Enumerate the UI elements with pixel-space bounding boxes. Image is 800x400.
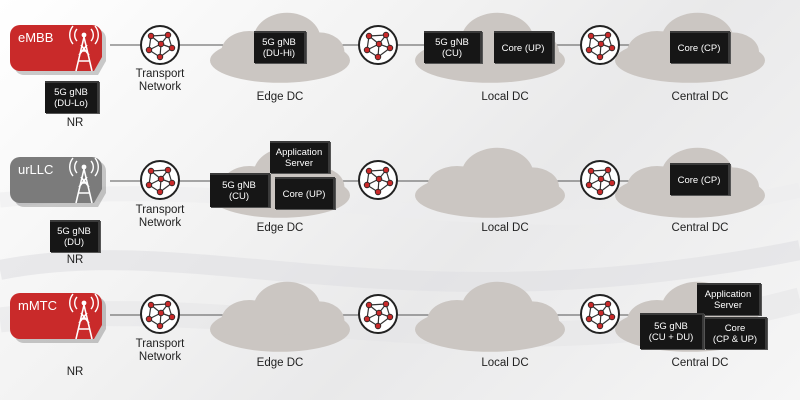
network-node-icon bbox=[140, 25, 180, 65]
local-dc-cloud bbox=[415, 281, 565, 352]
nr-label: NR bbox=[66, 254, 84, 266]
core-cp-up-box: Core(CP & UP) bbox=[705, 317, 767, 349]
edge-dc-label: Edge DC bbox=[256, 357, 304, 369]
network-node-icon bbox=[140, 294, 180, 334]
core-up-box: Core (UP) bbox=[275, 177, 335, 209]
gnb-cu-box: 5G gNB(CU) bbox=[210, 173, 270, 207]
gnb-cu-box: 5G gNB(CU) bbox=[424, 31, 482, 63]
antenna-tower-icon bbox=[69, 157, 99, 204]
local-dc-label: Local DC bbox=[481, 222, 529, 234]
network-node-icon bbox=[140, 160, 180, 200]
antenna-tower-icon bbox=[69, 293, 99, 340]
gnb-du-box: 5G gNB(DU) bbox=[50, 220, 100, 252]
antenna-tower-icon bbox=[69, 25, 99, 72]
slice-label: urLLC bbox=[18, 162, 53, 177]
core-cp-box: Core (CP) bbox=[670, 163, 730, 195]
slice-badge: urLLC bbox=[10, 157, 106, 207]
network-node-icon bbox=[580, 294, 620, 334]
central-dc-label: Central DC bbox=[671, 91, 729, 103]
network-node-icon bbox=[358, 160, 398, 200]
edge-dc-cloud bbox=[210, 281, 350, 352]
local-dc-label: Local DC bbox=[481, 357, 529, 369]
core-cp-box: Core (CP) bbox=[670, 31, 730, 63]
core-up-box: Core (UP) bbox=[494, 31, 554, 63]
slice-badge: eMBB bbox=[10, 25, 106, 75]
network-node-icon bbox=[358, 25, 398, 65]
edge-dc-label: Edge DC bbox=[256, 222, 304, 234]
network-node-icon bbox=[580, 160, 620, 200]
central-dc-label: Central DC bbox=[671, 357, 729, 369]
local-dc-label: Local DC bbox=[481, 91, 529, 103]
gnb-du-hi-box: 5G gNB(DU-Hi) bbox=[254, 31, 306, 63]
network-node-icon bbox=[580, 25, 620, 65]
network-node-icon bbox=[358, 294, 398, 334]
nr-label: NR bbox=[66, 117, 84, 129]
central-dc-label: Central DC bbox=[671, 222, 729, 234]
slice-label: eMBB bbox=[18, 30, 53, 45]
edge-dc-label: Edge DC bbox=[256, 91, 304, 103]
slice-label: mMTC bbox=[18, 298, 57, 313]
gnb-cu-du-box: 5G gNB(CU + DU) bbox=[640, 313, 704, 349]
local-dc-cloud bbox=[415, 147, 565, 218]
nr-label: NR bbox=[66, 366, 84, 378]
slice-badge: mMTC bbox=[10, 293, 106, 343]
gnb-du-lo-box: 5G gNB(DU-Lo) bbox=[45, 81, 99, 113]
